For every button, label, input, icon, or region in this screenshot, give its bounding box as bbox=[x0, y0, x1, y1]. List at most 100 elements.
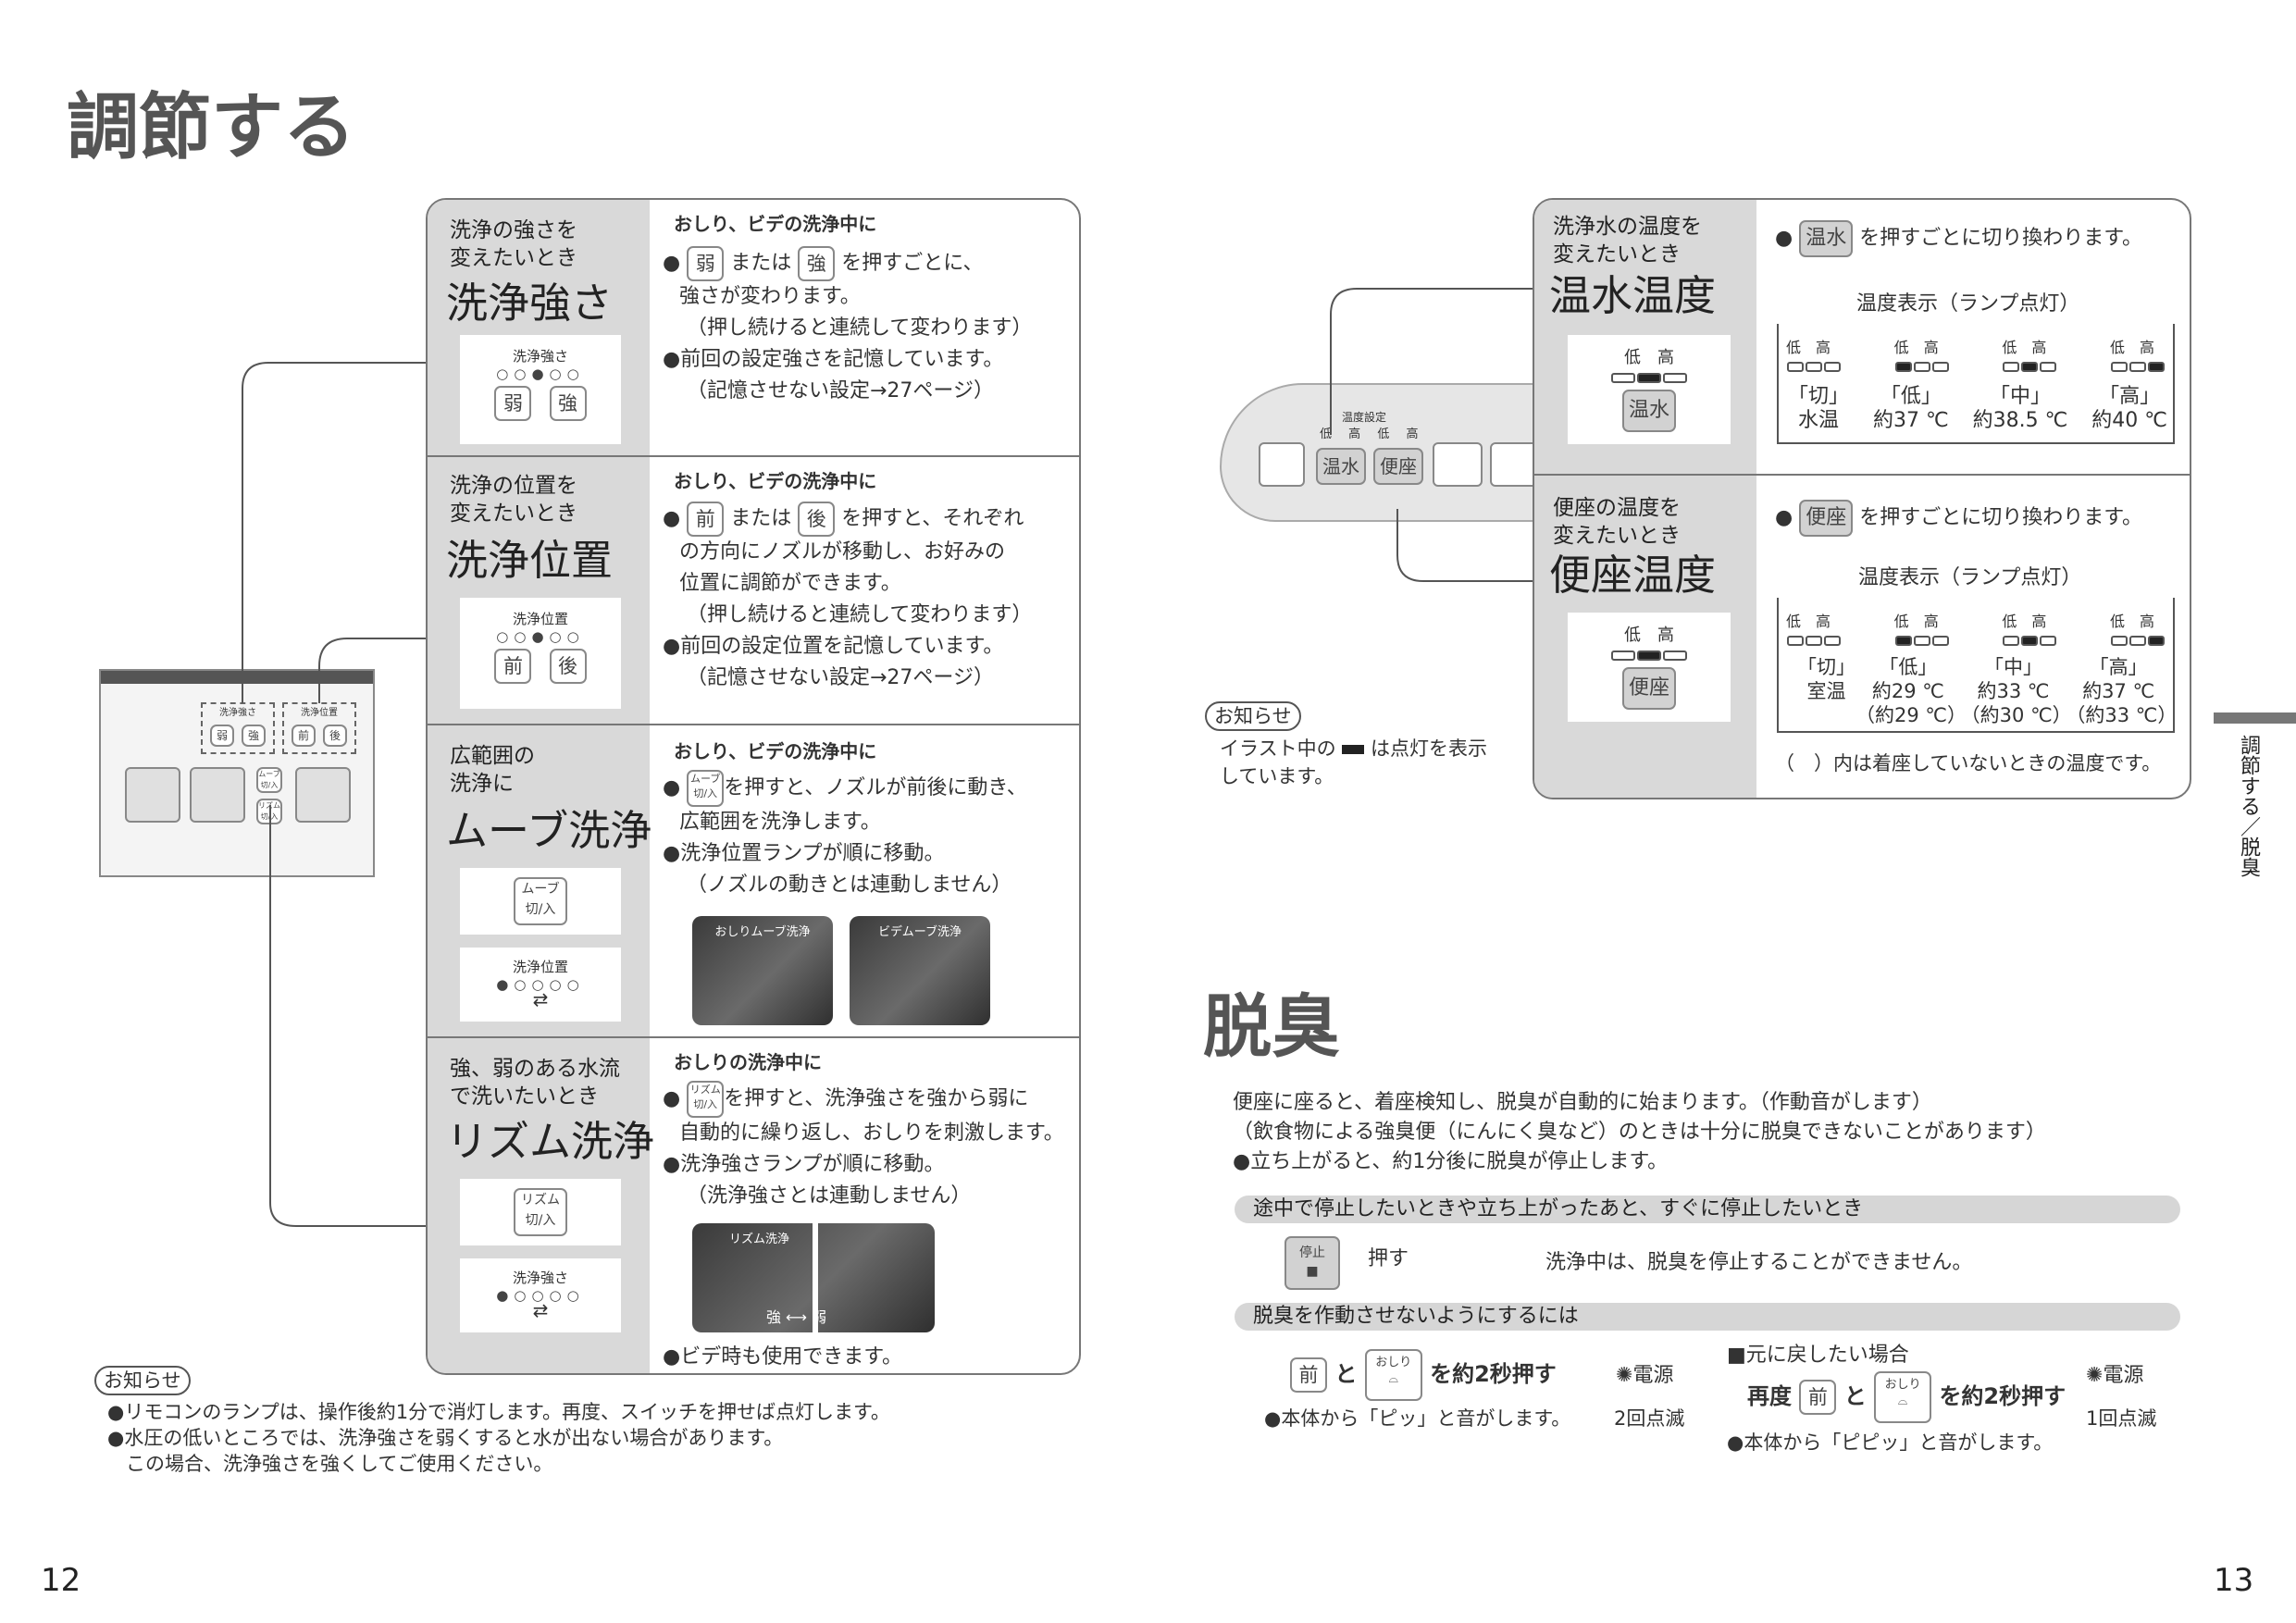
strength-desc: ● 弱 または 強 を押すごとに、 強さが変わります。 （押し続けると連続して変… bbox=[663, 246, 1070, 407]
position-back-button[interactable]: 後 bbox=[549, 649, 587, 684]
panel-water-button[interactable]: 温水 bbox=[1316, 448, 1366, 485]
notice-tag-left: お知らせ bbox=[94, 1366, 191, 1395]
desc-rhythm-button: リズム 切/入 bbox=[687, 1081, 725, 1118]
stop-note: 洗浄中は、脱臭を停止することができません。 bbox=[1545, 1251, 1973, 1274]
desc-move-button: ムーブ 切/入 bbox=[687, 770, 725, 807]
strength-strong-button[interactable]: 強 bbox=[549, 386, 587, 421]
disable-section-bar: 脱臭を作動させないようにするには bbox=[1235, 1303, 2180, 1331]
panel-blank-button[interactable] bbox=[1433, 442, 1483, 487]
remote-strength-label: 洗浄強さ bbox=[219, 708, 256, 718]
strength-condition: おしり、ビデの洗浄中に bbox=[674, 213, 877, 235]
seat-temp-button[interactable]: 便座 bbox=[1622, 667, 1676, 710]
desc-weak-button: 弱 bbox=[687, 246, 725, 281]
seat-temp-title: 便座温度 bbox=[1549, 551, 1717, 600]
seat-card: 低 高 便座 bbox=[1568, 613, 1731, 722]
strength-weak-button[interactable]: 弱 bbox=[494, 386, 532, 421]
rhythm-title: リズム洗浄 bbox=[446, 1117, 655, 1166]
remote-large-button-3[interactable] bbox=[295, 767, 351, 823]
move-position-card: 洗浄位置 ●○○○○ ⇄ bbox=[460, 948, 621, 1022]
double-arrow-icon: ⇄ bbox=[532, 988, 549, 1010]
remote-back-button[interactable]: 後 bbox=[323, 725, 347, 747]
blink-count-1: 2回点滅 bbox=[1614, 1407, 1685, 1430]
blink-icon: ✺ bbox=[2086, 1364, 2104, 1387]
position-title: 洗浄位置 bbox=[446, 536, 614, 585]
deodorize-stop-button[interactable]: 停止■ bbox=[1285, 1236, 1340, 1290]
remote-position-label: 洗浄位置 bbox=[301, 708, 338, 718]
rhythm-desc: ● リズム 切/入を押すと、洗浄強さを強から弱に 自動的に繰り返し、おしりを刺激… bbox=[663, 1081, 1079, 1212]
remote-large-button-2[interactable] bbox=[190, 767, 245, 823]
restore-heading: ■元に戻したい場合 bbox=[1727, 1344, 1909, 1367]
notice-tag-right: お知らせ bbox=[1205, 701, 1301, 731]
page-number-right: 13 bbox=[2214, 1562, 2254, 1599]
move-small-label: 広範囲の 洗浄に bbox=[450, 744, 535, 796]
position-card: 洗浄位置 ○○●○○ 前 後 bbox=[460, 598, 621, 709]
disable-instruction: 前 と おしり⌓ を約2秒押す bbox=[1290, 1349, 1557, 1401]
temperature-panel: 洗浄水の温度を 変えたいとき 温水温度 低 高 温水 ● 温水 を押すごとに切り… bbox=[1533, 198, 2191, 799]
position-small-label: 洗浄の位置を 変えたいとき bbox=[450, 474, 577, 526]
rhythm-button-card: リズム 切/入 bbox=[460, 1179, 621, 1245]
strength-card: 洗浄強さ ○○●○○ 弱 強 bbox=[460, 335, 621, 444]
seat-display-title: 温度表示（ランプ点灯） bbox=[1858, 566, 2082, 589]
deodorize-desc: 便座に座ると、着座検知し、脱臭が自動的に始まります。（作動音がします） （飲食物… bbox=[1233, 1091, 2046, 1173]
rhythm-button[interactable]: リズム 切/入 bbox=[514, 1188, 567, 1236]
desc-water-button: 温水 bbox=[1799, 220, 1854, 257]
remote-weak-button[interactable]: 弱 bbox=[210, 725, 234, 747]
wash-settings-panel: 洗浄の強さを 変えたいとき 洗浄強さ 洗浄強さ ○○●○○ 弱 強 おしり、ビデ… bbox=[426, 198, 1081, 1375]
panel-blank-button[interactable] bbox=[1490, 442, 1540, 487]
power-indicator-2: ✺電源 bbox=[2086, 1364, 2144, 1387]
rhythm-strength-card: 洗浄強さ ●○○○○ ⇄ bbox=[460, 1258, 621, 1332]
move-condition: おしり、ビデの洗浄中に bbox=[674, 740, 877, 762]
water-desc: ● 温水 を押すごとに切り換わります。 bbox=[1775, 220, 2142, 257]
water-level-diagram: 低 高 低 高 低 高 低 高 「切」水温 「低」約37 ℃ 「中」約38.5 … bbox=[1777, 324, 2175, 444]
restore-front-button[interactable]: 前 bbox=[1799, 1380, 1837, 1415]
oshiri-icon: ⌓ bbox=[1897, 1394, 1908, 1408]
strength-title: 洗浄強さ bbox=[446, 279, 614, 328]
beep-note-1: ●本体から「ピッ」と音がします。 bbox=[1264, 1407, 1571, 1430]
beep-note-2: ●本体から「ピピッ」と音がします。 bbox=[1727, 1431, 2054, 1454]
temp-setting-label: 温度設定 bbox=[1342, 411, 1387, 424]
move-button-card: ムーブ 切/入 bbox=[460, 868, 621, 935]
desc-strong-button: 強 bbox=[798, 246, 836, 281]
panel-blank-button[interactable] bbox=[1259, 442, 1305, 487]
deodor-oshiri-button[interactable]: おしり⌓ bbox=[1364, 1349, 1422, 1401]
move-title: ムーブ洗浄 bbox=[446, 806, 652, 855]
restore-instruction: 再度 前 と おしり⌓ を約2秒押す bbox=[1747, 1371, 2066, 1423]
lamp-on-icon bbox=[1342, 745, 1365, 754]
side-tab-bar bbox=[2214, 712, 2296, 724]
panel-seat-button[interactable]: 便座 bbox=[1373, 448, 1423, 485]
water-temp-button[interactable]: 温水 bbox=[1622, 390, 1676, 432]
water-display-title: 温度表示（ランプ点灯） bbox=[1856, 292, 2080, 316]
desc-back-button: 後 bbox=[798, 502, 836, 537]
side-tab-label: 調節する／脱臭 bbox=[2237, 735, 2260, 877]
connector-lines-left bbox=[242, 362, 428, 1227]
desc-seat-button: 便座 bbox=[1799, 500, 1854, 537]
restore-oshiri-button[interactable]: おしり⌓ bbox=[1874, 1371, 1932, 1423]
notice-left-text: ●リモコンのランプは、操作後約1分で消灯します。再度、スイッチを押せば点灯します… bbox=[107, 1401, 890, 1475]
desc-front-button: 前 bbox=[687, 502, 725, 537]
remote-strong-button[interactable]: 強 bbox=[242, 725, 266, 747]
oshiri-icon: ⌓ bbox=[1388, 1372, 1398, 1386]
seat-desc: ● 便座 を押すごとに切り換わります。 bbox=[1775, 500, 2142, 537]
position-condition: おしり、ビデの洗浄中に bbox=[674, 470, 877, 492]
move-button[interactable]: ムーブ 切/入 bbox=[514, 877, 567, 925]
double-arrow-icon: ⇄ bbox=[532, 1299, 549, 1321]
seat-footnote: （ ）内は着座していないときの温度です。 bbox=[1775, 752, 2162, 774]
connector-lines-right bbox=[1330, 288, 1536, 582]
blink-count-2: 1回点滅 bbox=[2086, 1407, 2157, 1430]
rhythm-bidet-note: ●ビデ時も使用できます。 bbox=[663, 1345, 902, 1369]
position-front-button[interactable]: 前 bbox=[494, 649, 532, 684]
blink-icon: ✺ bbox=[1616, 1364, 1633, 1387]
notice-right-text: イラスト中の は点灯を表示 しています。 bbox=[1220, 737, 1487, 787]
page-number-left: 12 bbox=[41, 1562, 81, 1599]
remote-large-button-1[interactable] bbox=[125, 767, 180, 823]
move-desc: ● ムーブ 切/入を押すと、ノズルが前後に動き、 広範囲を洗浄します。 ●洗浄位… bbox=[663, 770, 1070, 901]
press-label: 押す bbox=[1368, 1247, 1409, 1270]
deodor-front-button[interactable]: 前 bbox=[1290, 1357, 1327, 1393]
remote-move-button[interactable]: ムーブ 切/入 bbox=[256, 767, 282, 793]
water-small-label: 洗浄水の温度を 変えたいとき bbox=[1553, 215, 1702, 266]
seat-small-label: 便座の温度を 変えたいとき bbox=[1553, 496, 1681, 548]
rhythm-condition: おしりの洗浄中に bbox=[674, 1051, 822, 1073]
deodorize-title: 脱臭 bbox=[1203, 987, 1340, 1067]
water-temp-title: 温水温度 bbox=[1549, 271, 1717, 320]
remote-front-button[interactable]: 前 bbox=[292, 725, 316, 747]
